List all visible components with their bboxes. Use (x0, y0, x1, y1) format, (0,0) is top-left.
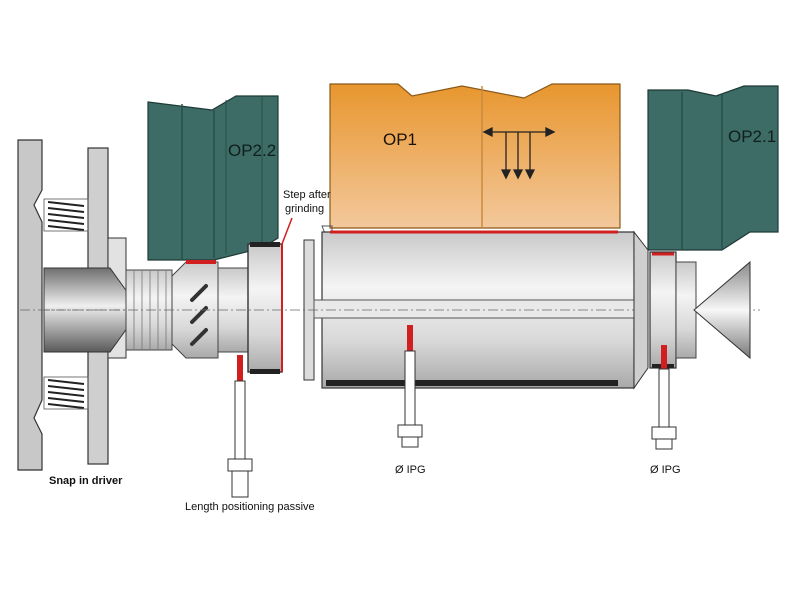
driver-plate-left (17, 139, 43, 471)
shaft-collar (247, 243, 283, 373)
snap-in-driver (17, 139, 141, 471)
op2-1-label: OP2.1 (728, 127, 777, 146)
gauge-probe-icon (651, 345, 677, 450)
gauge-probe-icon (227, 355, 253, 498)
spring-icon (43, 198, 89, 232)
tailstock-cone-icon (693, 260, 751, 360)
shaft-right-end (633, 230, 649, 390)
step-label-line1: Step after (283, 189, 331, 201)
gauge-probe-icon (397, 325, 423, 448)
op2-2-label: OP2.2 (228, 141, 277, 160)
grinding-wheel-op2-2 (147, 95, 279, 261)
step-label-line2: grinding (285, 203, 325, 215)
length-positioning-label: Length positioning passive (185, 501, 315, 513)
op1-label: OP1 (383, 130, 418, 149)
shaft-bore (313, 299, 645, 319)
grinding-wheel-op2-1 (647, 85, 779, 251)
workpiece-shaft (20, 225, 760, 390)
ipg-label-left: Ø IPG (395, 464, 426, 476)
spring-icon (43, 376, 89, 410)
snap-in-driver-label: Snap in driver (49, 475, 123, 487)
step-pointer-line (281, 217, 293, 245)
feed-arrows-icon (482, 126, 556, 180)
ipg-label-right: Ø IPG (650, 464, 681, 476)
grinding-wheel-op1 (329, 83, 621, 229)
